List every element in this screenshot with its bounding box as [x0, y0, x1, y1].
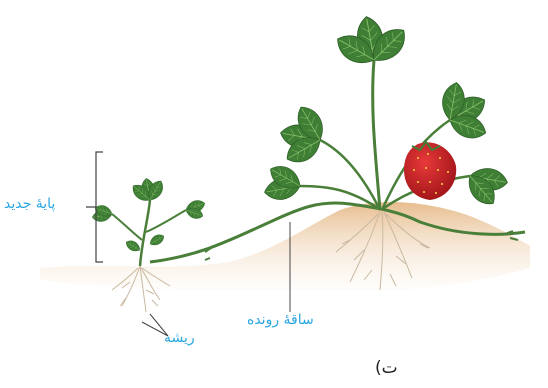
mother-plant [263, 15, 509, 211]
panel-caption: ت) [375, 358, 398, 378]
runner-stem-label: ساقهٔ رونده [247, 312, 314, 328]
new-plant-label: پایهٔ جدید [4, 196, 55, 212]
new-plant [91, 177, 206, 266]
root-label: ریشه [164, 330, 195, 346]
